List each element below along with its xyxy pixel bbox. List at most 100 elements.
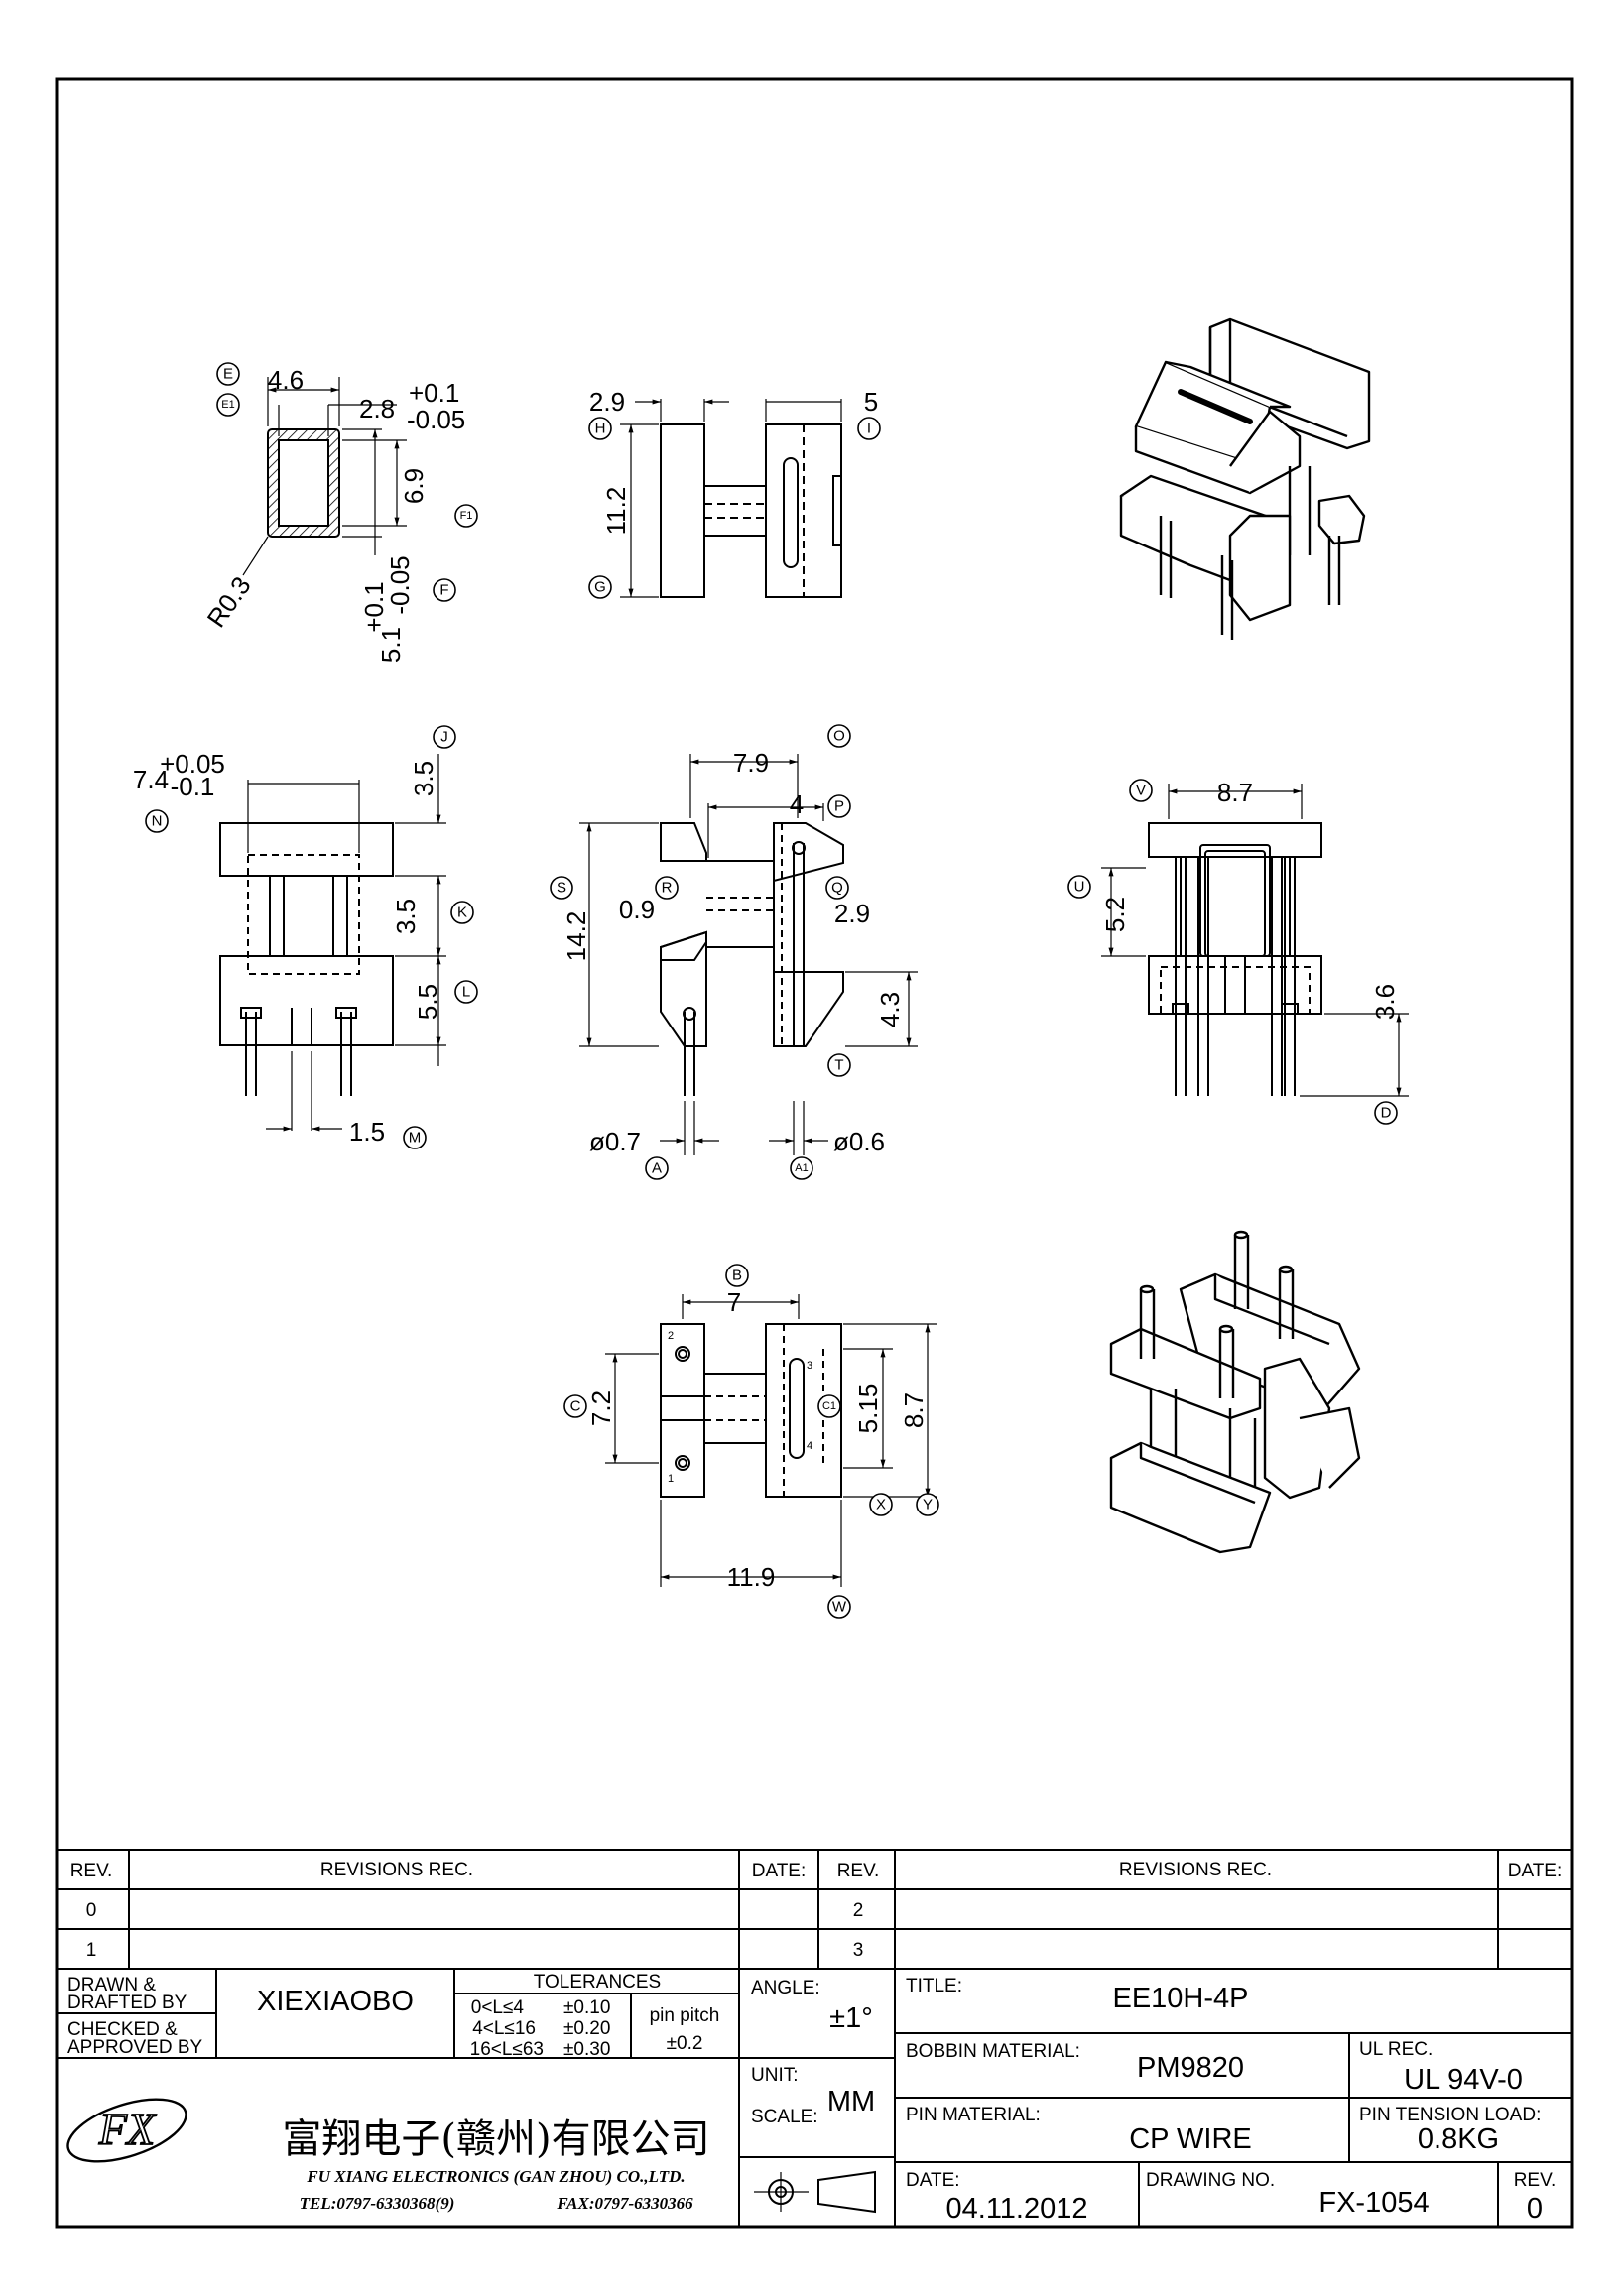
front-view bbox=[219, 754, 446, 1132]
checked-label-2: APPROVED BY bbox=[67, 2037, 203, 2058]
dim-e1-text: 2.8 bbox=[359, 394, 395, 423]
datum-labels bbox=[145, 362, 1398, 1619]
datum-label-b: B bbox=[732, 1268, 742, 1284]
datum-label-q: Q bbox=[831, 880, 843, 897]
datum-label-w: W bbox=[832, 1599, 847, 1616]
unit-label: UNIT: bbox=[751, 2065, 799, 2086]
datum-circle bbox=[817, 1394, 841, 1418]
pin-tension-value: 0.8KG bbox=[1418, 2123, 1499, 2155]
company-name-en: FU XIANG ELECTRONICS (GAN ZHOU) CO.,LTD. bbox=[306, 2167, 685, 2186]
datum-circle bbox=[550, 876, 573, 900]
dim-m-text: 1.5 bbox=[349, 1117, 385, 1147]
section-view bbox=[242, 377, 407, 576]
datum-circle bbox=[1129, 779, 1153, 802]
rev-row-1: 1 bbox=[86, 1940, 97, 1961]
dim-n-text: 7.4 bbox=[133, 765, 169, 794]
datum-label-y: Y bbox=[923, 1497, 933, 1513]
dim-p-text: 4 bbox=[790, 789, 804, 819]
datum-label-m: M bbox=[409, 1130, 422, 1147]
datum-circle bbox=[433, 725, 456, 749]
drawn-label-2: DRAFTED BY bbox=[67, 1993, 187, 2013]
pin-number-1: 1 bbox=[668, 1473, 674, 1485]
dim-v-text: 8.7 bbox=[1217, 778, 1253, 807]
dim-s-text: 14.2 bbox=[562, 911, 591, 962]
datum-label-k: K bbox=[457, 905, 467, 921]
radius-text: R0.3 bbox=[201, 571, 257, 633]
datum-label-s: S bbox=[557, 880, 566, 897]
bobbin-material-value: PM9820 bbox=[1137, 2052, 1244, 2084]
datum-circle bbox=[645, 1156, 669, 1180]
company-fax: FAX:0797-6330366 bbox=[556, 2194, 693, 2213]
date-value: 04.11.2012 bbox=[946, 2193, 1088, 2225]
datum-circle bbox=[450, 901, 474, 924]
date-label: DATE: bbox=[906, 2170, 960, 2191]
datum-label-d: D bbox=[1381, 1105, 1392, 1122]
datum-label-n: N bbox=[152, 813, 163, 830]
datum-label-a: A bbox=[652, 1160, 662, 1177]
datum-label-x: X bbox=[876, 1497, 886, 1513]
datum-circle bbox=[563, 1394, 587, 1418]
dim-c1-text: 5.15 bbox=[853, 1384, 883, 1434]
datum-label-r: R bbox=[662, 880, 673, 897]
rev-header-right: REV. bbox=[837, 1861, 880, 1881]
title-block-grid bbox=[57, 1849, 1572, 2227]
datum-circle bbox=[145, 809, 169, 833]
datum-circle bbox=[454, 504, 478, 528]
dim-a1-text: ø0.6 bbox=[833, 1127, 885, 1156]
drawing-no-label: DRAWING NO. bbox=[1146, 2170, 1275, 2191]
dim-j-text: 3.5 bbox=[409, 761, 438, 796]
dim-l-text: 5.5 bbox=[413, 984, 442, 1020]
datum-label-v: V bbox=[1136, 783, 1146, 799]
dim-y-text: 8.7 bbox=[899, 1392, 929, 1428]
ul-rec-label: UL REC. bbox=[1359, 2039, 1433, 2060]
dim-i-text: 5 bbox=[864, 387, 878, 417]
datum-circle bbox=[403, 1126, 427, 1149]
tolerances-header: TOLERANCES bbox=[534, 1972, 661, 1993]
side-top-view bbox=[620, 399, 842, 598]
datum-label-o: O bbox=[833, 728, 845, 745]
side-view-text: 7.9 4 14.2 0.9 2.9 4.3 ø0.7 ø0.6 bbox=[562, 748, 905, 1156]
rev-header-left: REV. bbox=[70, 1861, 113, 1881]
rear-view-text: 8.7 5.2 3.6 bbox=[1100, 778, 1400, 1020]
rev-row-0: 0 bbox=[86, 1900, 97, 1921]
datum-label-g: G bbox=[594, 579, 606, 596]
tol-value-2: ±0.20 bbox=[563, 2018, 610, 2039]
datum-circle bbox=[790, 1156, 813, 1180]
datum-circle bbox=[827, 1053, 851, 1077]
scale-label-visible: SCALE: bbox=[751, 2107, 818, 2127]
pin-material-value: CP WIRE bbox=[1129, 2123, 1252, 2155]
company-logo: FX bbox=[98, 2104, 157, 2154]
title-value: EE10H-4P bbox=[1112, 1983, 1248, 2014]
date-header-right: DATE: bbox=[1508, 1861, 1562, 1881]
revisions-header-right: REVISIONS REC. bbox=[1119, 1860, 1272, 1880]
datum-label-f1: F1 bbox=[460, 510, 473, 522]
dim-o-text: 7.9 bbox=[733, 748, 769, 778]
dim-r-text: 0.9 bbox=[619, 895, 655, 924]
sheet-border bbox=[55, 77, 1574, 2229]
bobbin-material-label: BOBBIN MATERIAL: bbox=[906, 2041, 1080, 2062]
side-top-view-text: 2.9 5 11.2 bbox=[589, 387, 878, 535]
side-view bbox=[579, 754, 918, 1155]
pin-number-4: 4 bbox=[807, 1440, 812, 1452]
dim-t-text: 4.3 bbox=[875, 992, 905, 1027]
dim-k-text: 3.5 bbox=[391, 899, 421, 934]
dim-e-text: 4.6 bbox=[268, 365, 304, 395]
unit-value: MM bbox=[827, 2086, 875, 2117]
dim-e1-minus-tol: -0.05 bbox=[407, 405, 465, 434]
dim-w-text: 11.9 bbox=[727, 1562, 776, 1592]
checked-label-1: CHECKED & bbox=[67, 2019, 178, 2040]
dim-c-text: 7.2 bbox=[586, 1390, 616, 1426]
datum-circle bbox=[655, 876, 679, 900]
datum-label-c: C bbox=[570, 1398, 581, 1415]
datum-label-e1: E1 bbox=[221, 399, 234, 411]
dim-d-text: 3.6 bbox=[1370, 984, 1400, 1020]
datum-label-h: H bbox=[595, 421, 606, 437]
datum-label-j: J bbox=[440, 729, 448, 746]
pin-pitch-label: pin pitch bbox=[650, 2005, 720, 2026]
tol-value-3: ±0.30 bbox=[563, 2039, 610, 2060]
tol-range-2: 4<L≤16 bbox=[472, 2018, 536, 2039]
dim-f-minus-tol: -0.05 bbox=[385, 555, 415, 614]
angle-value: ±1° bbox=[829, 2002, 873, 2034]
rev-label: REV. bbox=[1514, 2170, 1557, 2191]
